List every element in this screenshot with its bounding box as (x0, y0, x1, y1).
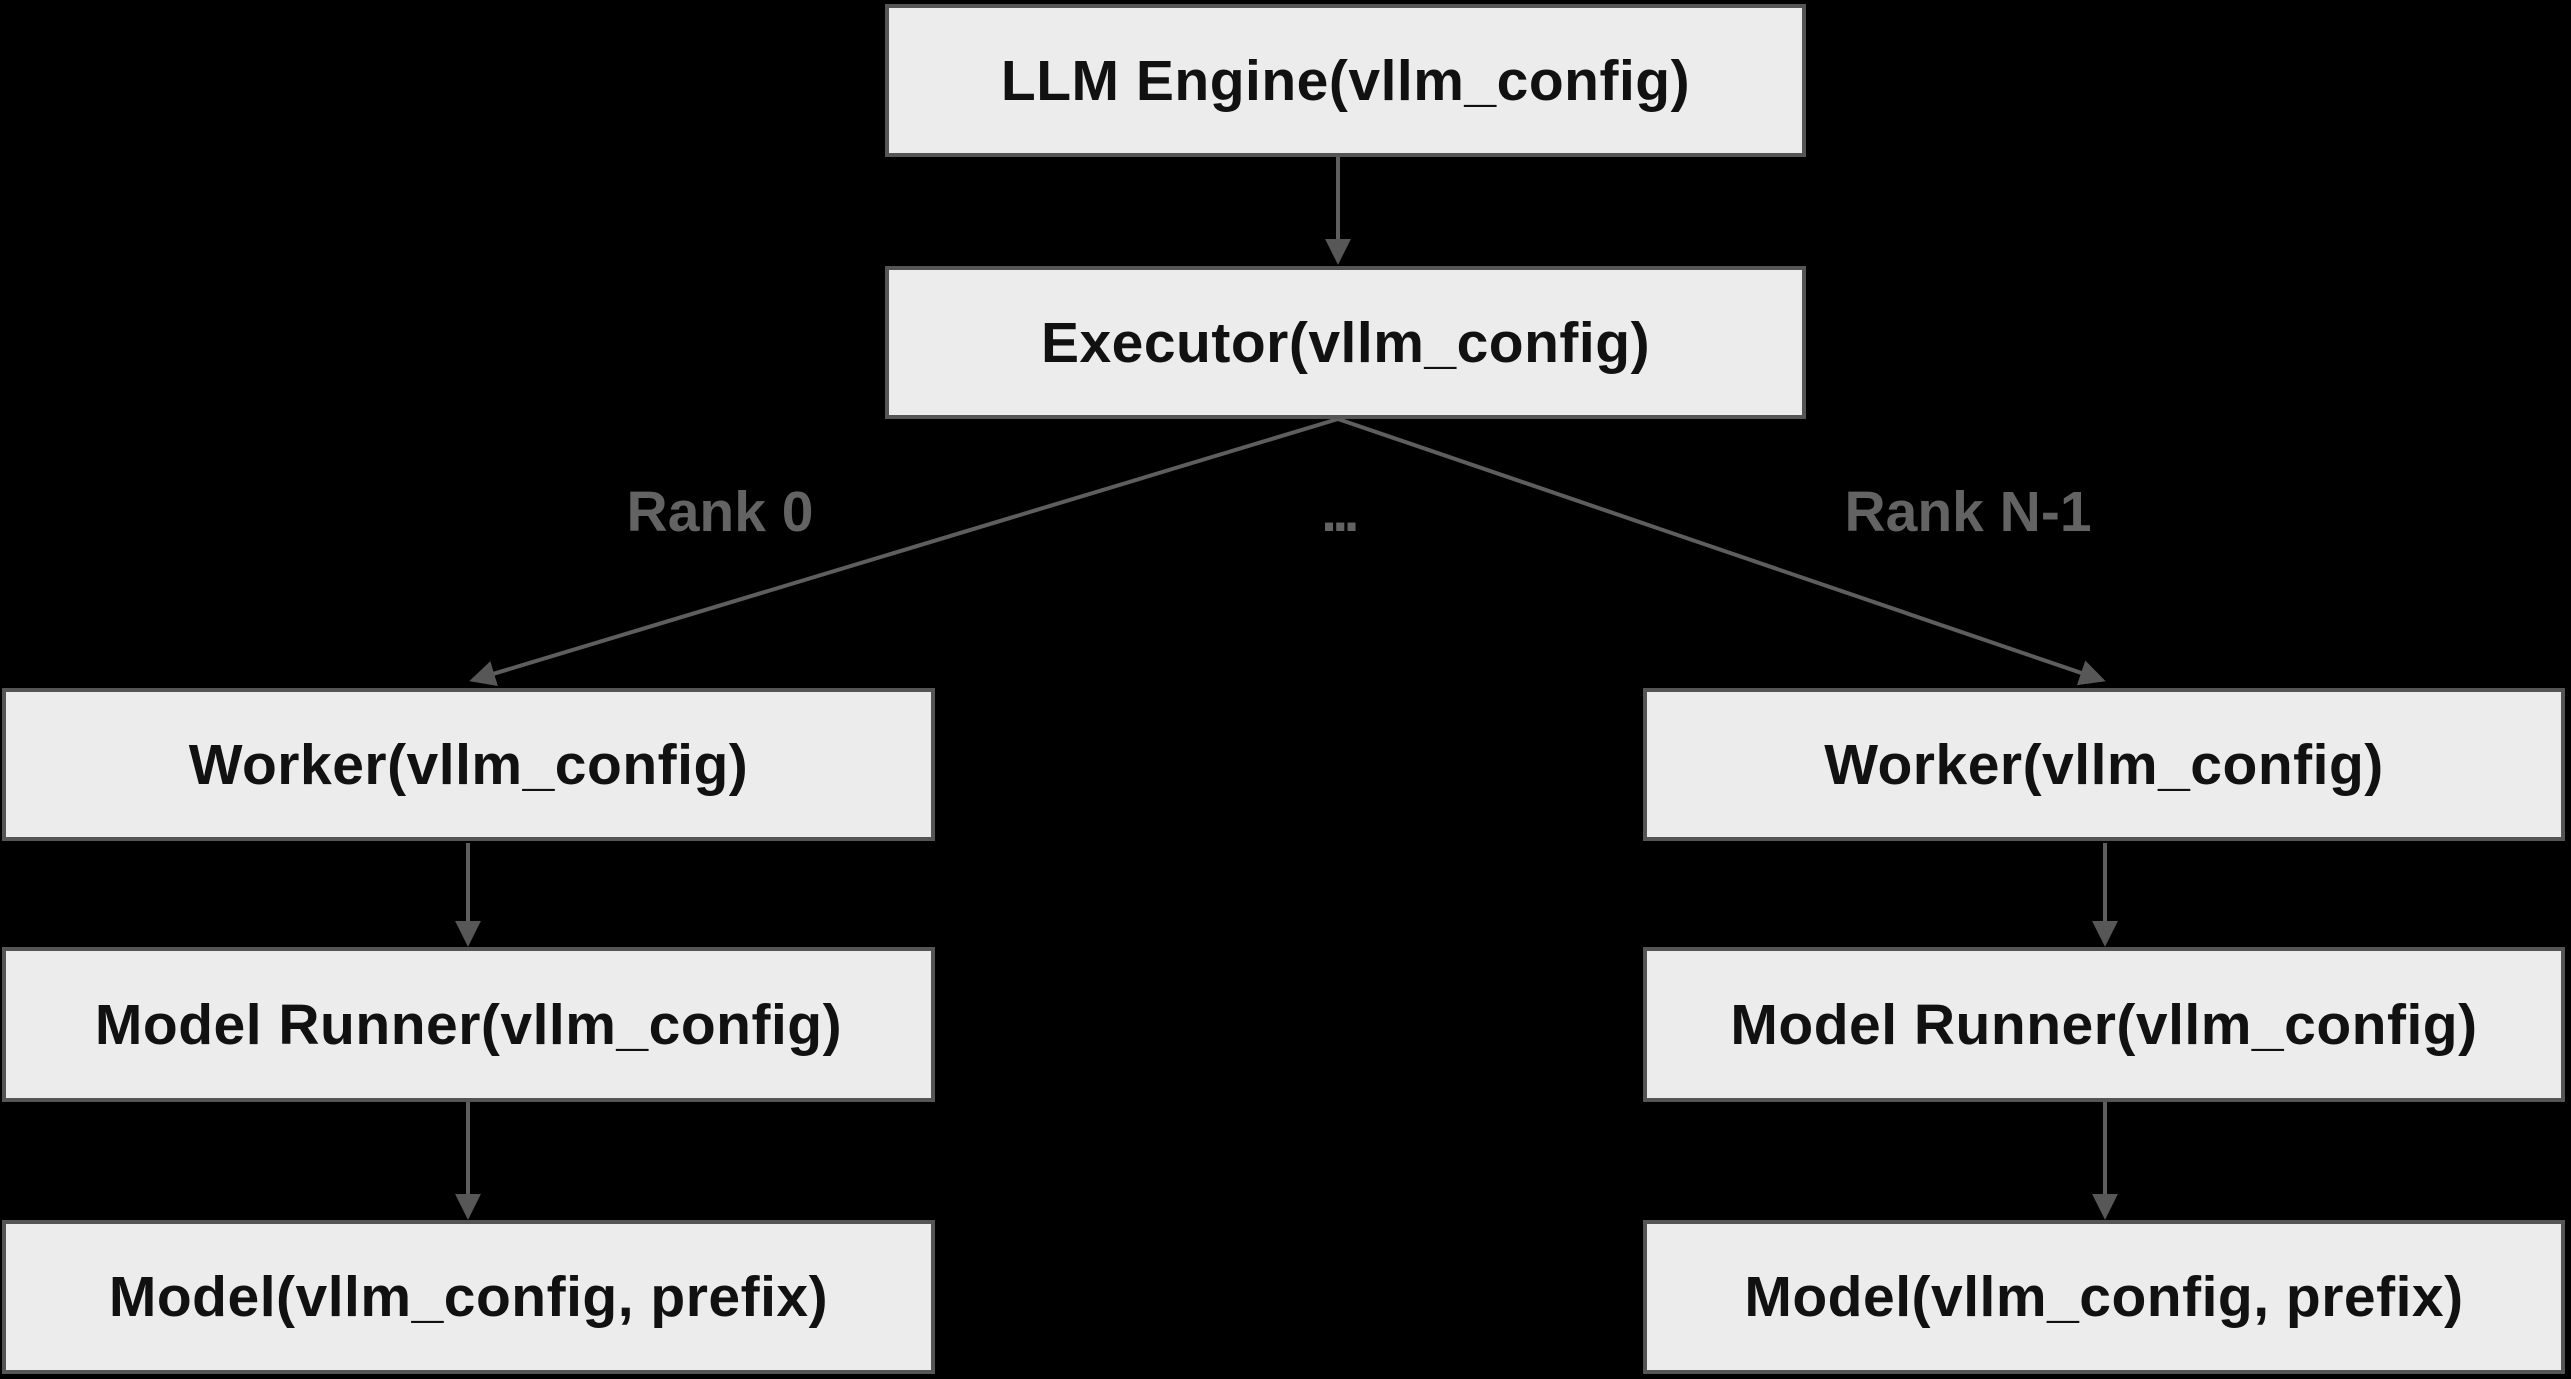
edge-executor-to-worker-n (1337, 417, 2106, 686)
node-worker-rank-n: Worker(vllm_config) (1643, 688, 2565, 841)
edge-executor-to-worker-0 (469, 417, 1339, 687)
edge-label-rank-0: Rank 0 (626, 480, 814, 544)
node-model-rank-n: Model(vllm_config, prefix) (1643, 1220, 2565, 1374)
node-model-runner-rank-0: Model Runner(vllm_config) (2, 947, 935, 1102)
node-worker-rank-0: Worker(vllm_config) (2, 688, 935, 841)
node-model-rank-0: Model(vllm_config, prefix) (2, 1220, 935, 1374)
node-llm-engine: LLM Engine(vllm_config) (885, 4, 1806, 157)
edge-label-ellipsis: ... (1321, 480, 1359, 544)
node-executor: Executor(vllm_config) (885, 266, 1806, 419)
edge-label-rank-n-1: Rank N-1 (1844, 480, 2092, 544)
node-model-runner-rank-n: Model Runner(vllm_config) (1643, 947, 2565, 1102)
